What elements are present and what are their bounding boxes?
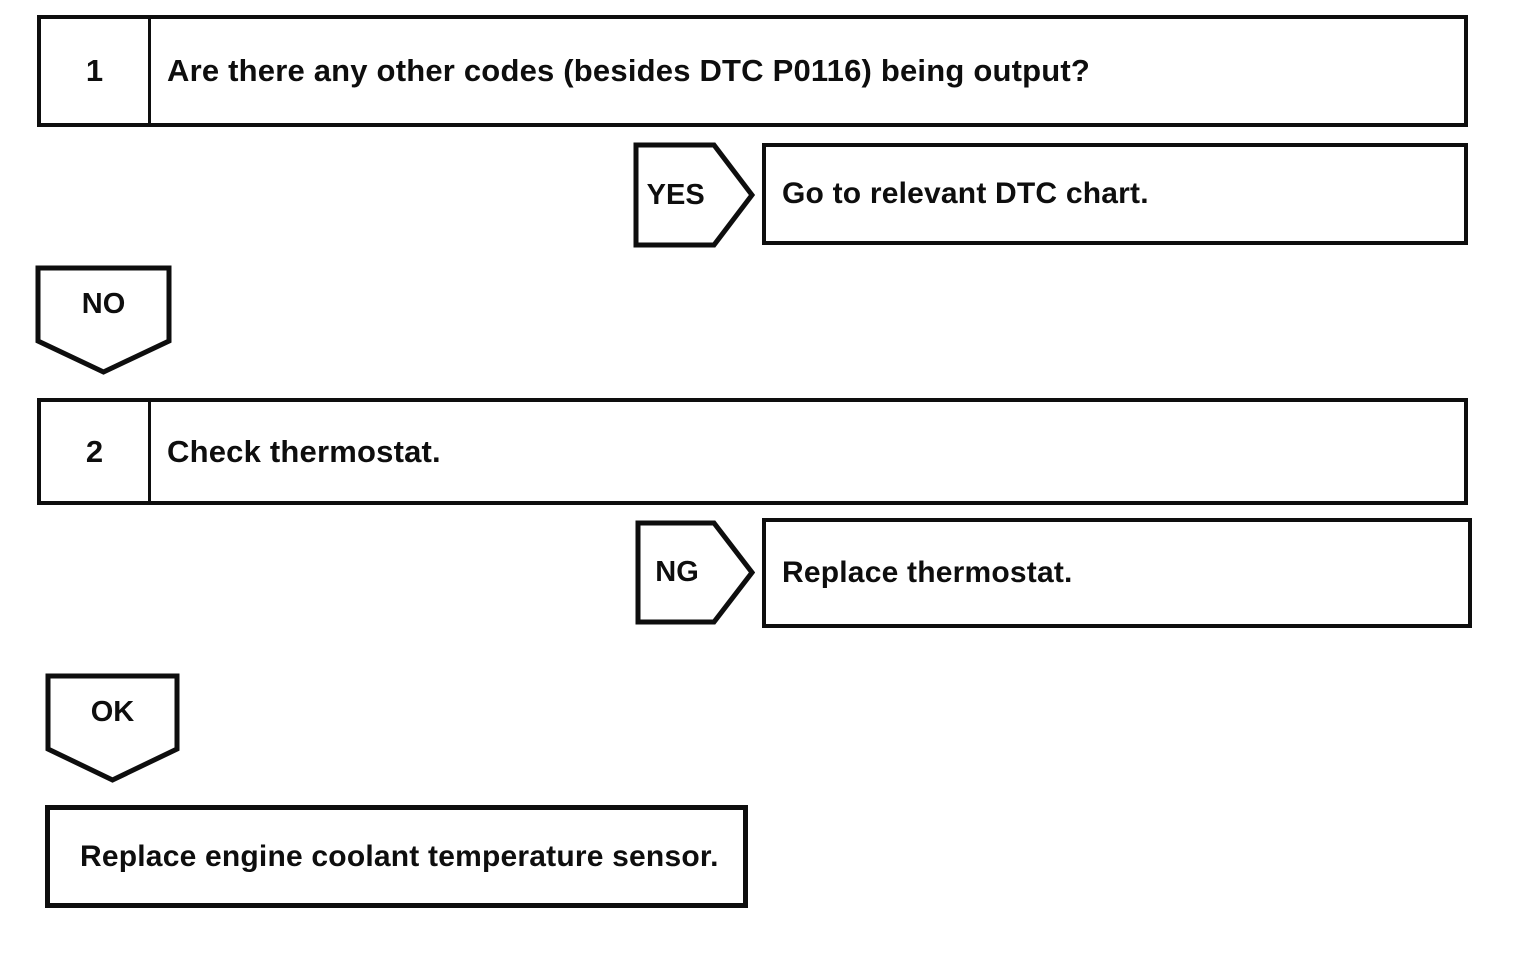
no-label: NO	[81, 288, 126, 321]
ng-label: NG	[655, 556, 699, 588]
final-action-text: Replace engine coolant temperature senso…	[80, 839, 719, 873]
pentagon-right-icon	[635, 520, 755, 625]
final-action-box: Replace engine coolant temperature senso…	[45, 805, 748, 908]
yes-connector: YES	[633, 142, 755, 248]
yes-result-text: Go to relevant DTC chart.	[782, 177, 1149, 210]
ok-connector: OK	[45, 673, 180, 783]
step-2-question: Check thermostat.	[167, 433, 441, 469]
step-2-number: 2	[41, 402, 151, 501]
yes-result-box: Go to relevant DTC chart.	[762, 143, 1468, 245]
step-2-box: 2 Check thermostat.	[37, 398, 1468, 505]
pentagon-down-icon	[35, 265, 172, 375]
ng-result-box: Replace thermostat.	[762, 518, 1472, 628]
ng-result-text: Replace thermostat.	[782, 556, 1073, 589]
yes-label: YES	[646, 178, 705, 211]
step-1-number: 1	[41, 19, 151, 123]
pentagon-down-icon	[45, 673, 180, 783]
no-connector: NO	[35, 265, 172, 375]
pentagon-right-icon	[633, 142, 755, 248]
step-1-box: 1 Are there any other codes (besides DTC…	[37, 15, 1468, 127]
ng-connector: NG	[635, 520, 755, 625]
step-1-question: Are there any other codes (besides DTC P…	[167, 53, 1091, 88]
ok-label: OK	[90, 696, 135, 729]
